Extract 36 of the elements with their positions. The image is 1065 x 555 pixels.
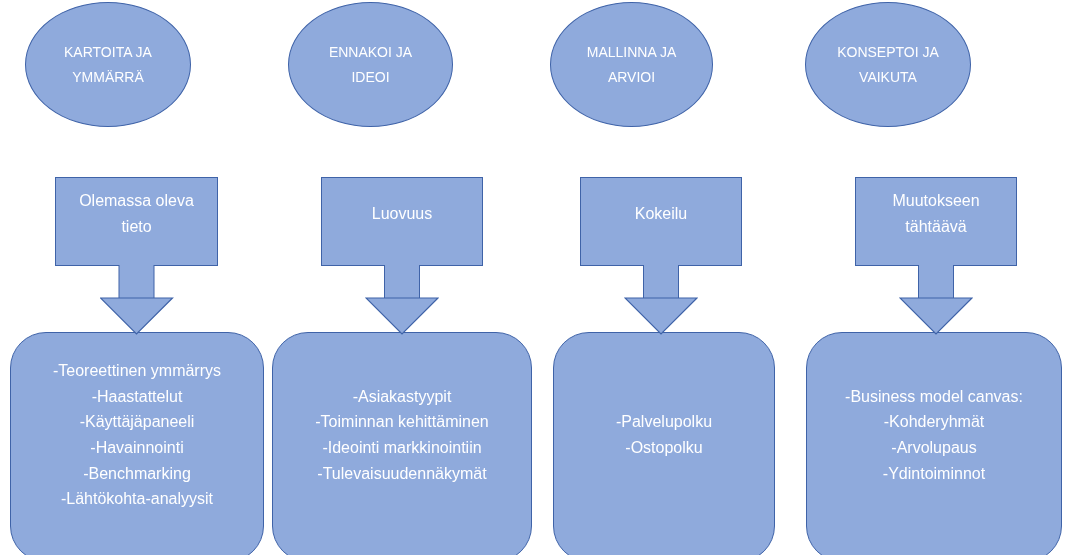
node-text: -Teoreettinen ymmärrys (52, 361, 221, 382)
block-arrow (624, 264, 698, 335)
callout-box (855, 177, 1017, 266)
node-text: -Palvelupolku (615, 412, 713, 433)
content-box (10, 332, 264, 555)
node-text: -Benchmarking (83, 463, 191, 484)
callout-box (321, 177, 483, 266)
node-text: Olemassa oleva tieto (78, 190, 195, 237)
callout-box (55, 177, 218, 266)
node-text: KONSEPTOI JA VAIKUTA (836, 43, 940, 87)
node-text: Muutokseen tähtäävä (891, 190, 981, 237)
block-arrow (899, 264, 973, 335)
node-text: -Toiminnan kehittäminen (315, 412, 489, 433)
node-text: -Käyttäjäpaneeli (79, 412, 195, 433)
node-text: Luovuus (371, 203, 433, 224)
node-text: -Ostopolku (625, 438, 703, 458)
node-text: -Arvolupaus (891, 438, 977, 458)
node-text: KARTOITA JA YMMÄRRÄ (63, 43, 153, 87)
node-text: -Asiakastyypit (352, 386, 452, 407)
node-text: MALLINNA JA ARVIOI (585, 43, 678, 87)
content-box (553, 332, 775, 555)
node-text: -Lähtökohta-analyysit (60, 489, 214, 510)
callout-box (580, 177, 742, 266)
block-arrow (365, 264, 439, 335)
node-text: -Haastattelut (91, 386, 183, 407)
content-box (806, 332, 1062, 555)
node-text: Kokeilu (634, 203, 688, 224)
node-text: -Havainnointi (90, 438, 184, 458)
content-box (272, 332, 532, 555)
node-text: -Ideointi markkinointiin (322, 438, 482, 458)
node-text: -Ydintoiminnot (882, 463, 986, 484)
node-text: -Kohderyhmät (883, 412, 985, 433)
node-text: -Tulevaisuudennäkymät (317, 463, 487, 484)
block-arrow (99, 264, 174, 335)
node-text: -Business model canvas: (845, 386, 1023, 407)
node-text: ENNAKOI JA IDEOI (327, 43, 414, 87)
